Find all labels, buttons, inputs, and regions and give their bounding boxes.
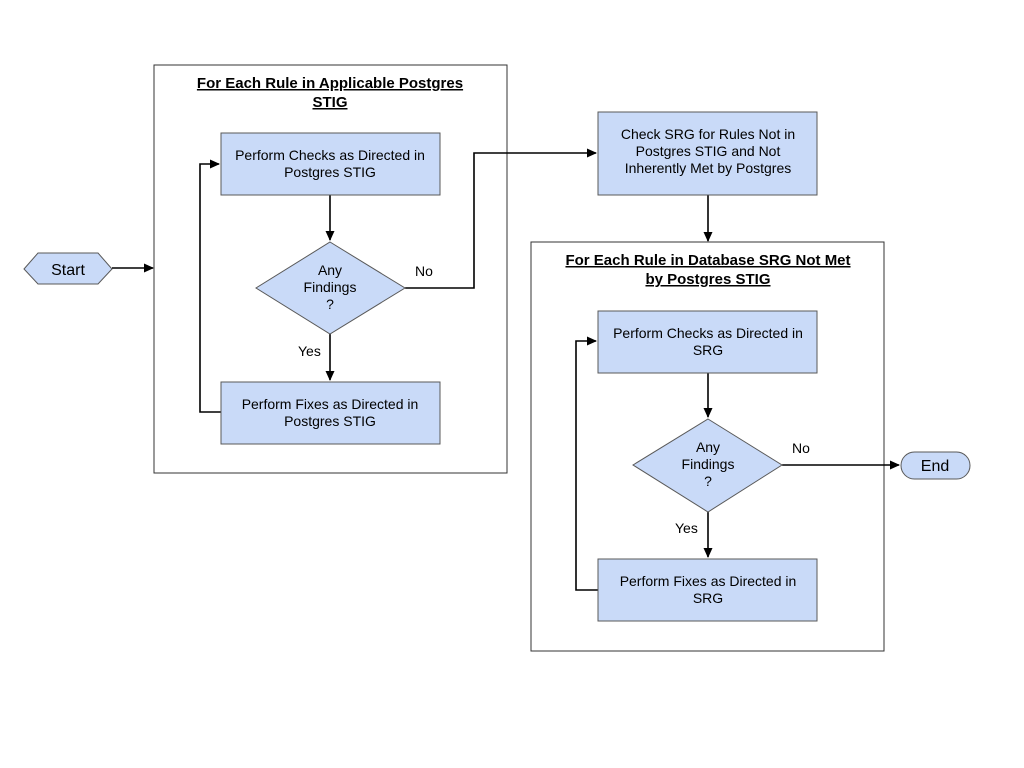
stig-fixes-box [220,381,441,445]
edge-srg-fixes-loop-back [575,336,598,591]
stig-checks-label-line-1: Perform Checks as Directed in [235,147,425,163]
container-srg-loop-border [530,241,885,652]
srg-decision-label-line-1: Any [696,439,720,455]
start-label: Start [51,262,85,279]
start-hexagon-shape [23,252,113,285]
edge-label-srg-yes: Yes [675,520,698,536]
srg-fixes-label-line-2: SRG [693,590,723,606]
node-stig-checks: Perform Checks as Directed in Postgres S… [220,132,441,196]
stig-checks-label-line-2: Postgres STIG [284,164,376,180]
stig-checks-box [220,132,441,196]
container-stig-loop-title-line-2: STIG [312,94,347,111]
check-srg-label-line-2: Postgres STIG and Not [636,143,781,159]
node-srg-fixes: Perform Fixes as Directed in SRG [597,558,818,622]
srg-decision-label-line-3: ? [704,473,712,489]
node-srg-checks: Perform Checks as Directed in SRG [597,310,818,374]
node-stig-decision: Any Findings ? [255,241,406,335]
edge-stig-fixes-loop-back [199,159,221,413]
stig-decision-label-line-2: Findings [304,279,357,295]
check-srg-label-line-3: Inherently Met by Postgres [625,160,792,176]
srg-checks-label-line-2: SRG [693,342,723,358]
container-stig-loop-title-line-1: For Each Rule in Applicable Postgres [197,75,463,92]
edge-label-srg-no: No [792,440,810,456]
edge-stig-decision-no-to-check-srg [405,148,597,289]
srg-checks-box [597,310,818,374]
srg-checks-label-line-1: Perform Checks as Directed in [613,325,803,341]
node-stig-fixes: Perform Fixes as Directed in Postgres ST… [220,381,441,445]
node-check-srg: Check SRG for Rules Not in Postgres STIG… [597,111,818,196]
stig-decision-label-line-1: Any [318,262,342,278]
container-srg-loop-title-line-2: by Postgres STIG [645,271,770,288]
srg-decision-diamond [632,418,783,513]
end-terminal-shape [900,451,971,480]
check-srg-box [597,111,818,196]
stig-decision-diamond [255,241,406,335]
stig-fixes-label-line-1: Perform Fixes as Directed in [242,396,419,412]
srg-fixes-box [597,558,818,622]
stig-decision-label-line-3: ? [326,296,334,312]
end-label: End [921,458,949,475]
container-stig-loop: For Each Rule in Applicable Postgres STI… [153,64,508,474]
srg-decision-label-line-2: Findings [682,456,735,472]
node-start: Start [23,252,113,285]
node-end: End [900,451,971,480]
edge-label-stig-no: No [415,263,433,279]
srg-fixes-label-line-1: Perform Fixes as Directed in [620,573,797,589]
node-srg-decision: Any Findings ? [632,418,783,513]
check-srg-label-line-1: Check SRG for Rules Not in [621,126,795,142]
container-srg-loop: For Each Rule in Database SRG Not Met by… [530,241,885,652]
edges [112,148,900,591]
edge-label-stig-yes: Yes [298,343,321,359]
stig-fixes-label-line-2: Postgres STIG [284,413,376,429]
container-stig-loop-border [153,64,508,474]
container-srg-loop-title-line-1: For Each Rule in Database SRG Not Met [565,252,850,269]
